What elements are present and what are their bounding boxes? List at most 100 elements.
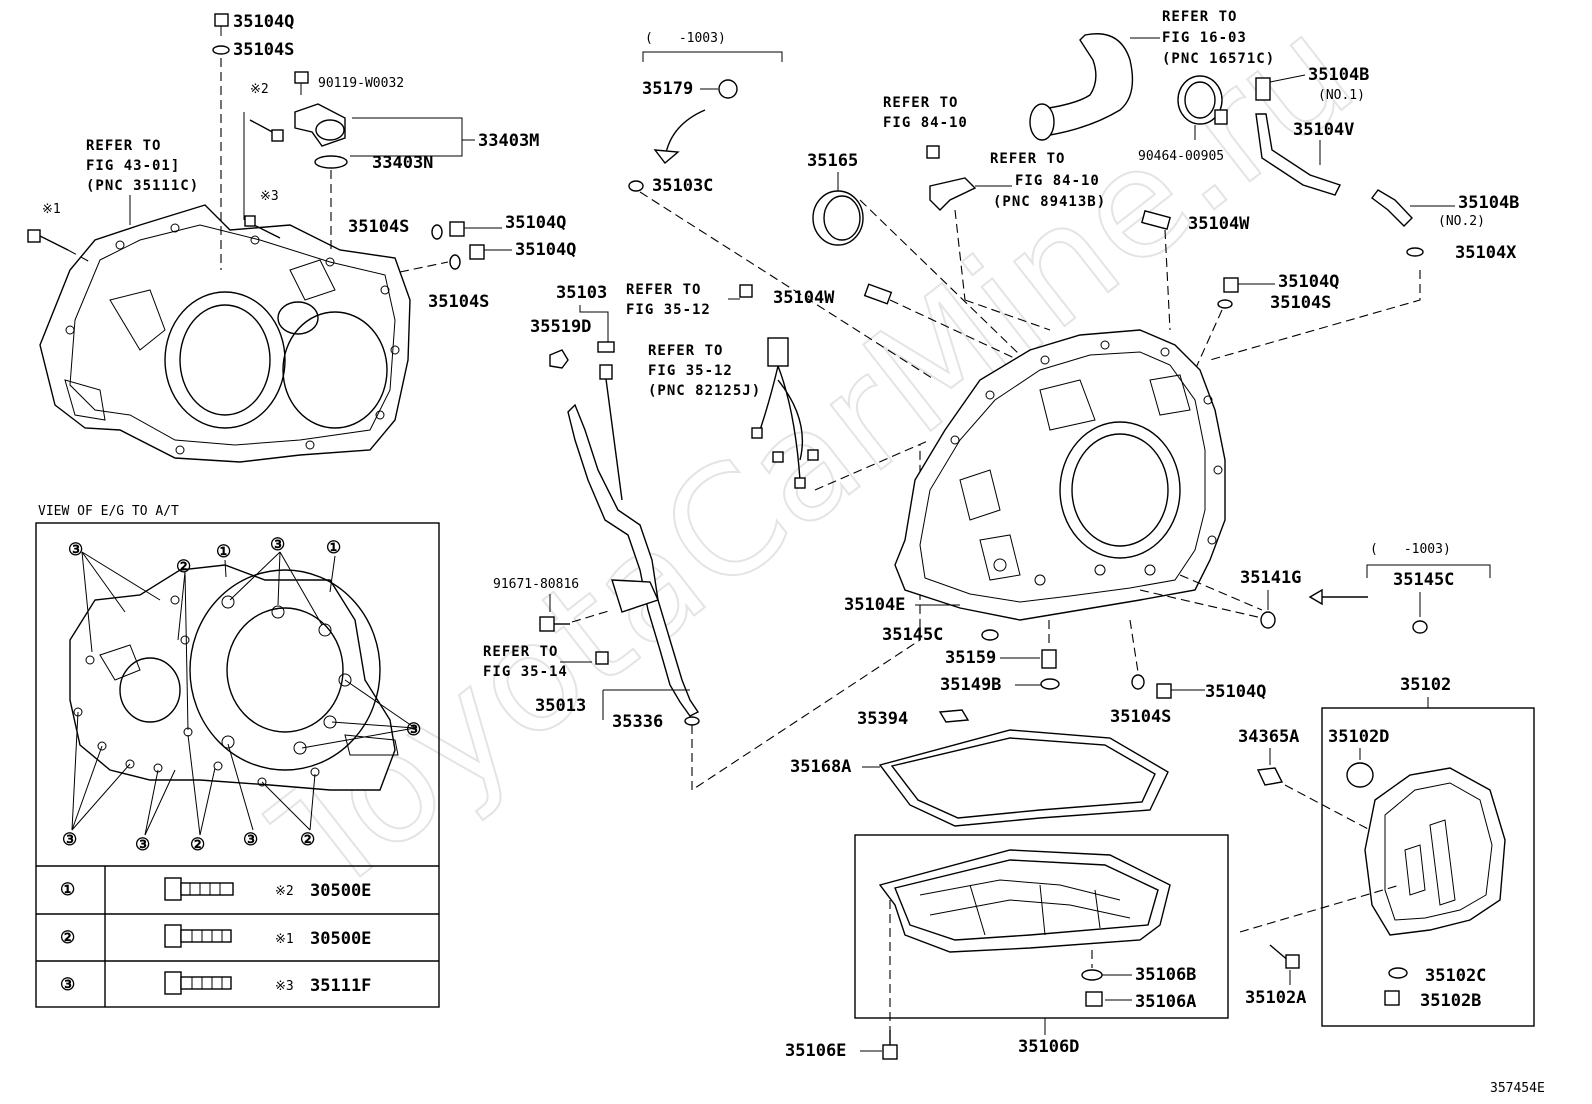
part-label: 35102B [1420, 991, 1481, 1011]
part-label: 35106B [1135, 965, 1196, 985]
pan-gasket-35168A [878, 729, 1169, 827]
cover-frame [1321, 707, 1535, 1027]
view-frame [35, 522, 440, 1008]
plug-35102B [1384, 990, 1400, 1006]
part-label: 35104Q [1205, 682, 1266, 702]
o-ring-35103C [628, 180, 644, 192]
part-label: 35104S [348, 217, 409, 237]
part-label: 35519D [530, 317, 591, 337]
clip-34365A [1256, 767, 1284, 786]
fitting-35104B-2 [1371, 189, 1413, 227]
svg-text:30500E: 30500E [310, 929, 371, 949]
bolt-90119 [294, 71, 309, 95]
svg-text:※3: ※3 [275, 979, 294, 994]
hose-clamp-90464 [1177, 75, 1228, 125]
ref-text[interactable]: REFER TO [990, 151, 1065, 167]
bolt-ref-35-14 [595, 651, 609, 665]
marker-3: ③ [406, 720, 421, 740]
ref-text[interactable]: REFER TO [1162, 9, 1237, 25]
bolt-ref-35-12 [739, 284, 753, 298]
part-label: 35013 [535, 696, 586, 716]
ref-text[interactable]: FIG 16-03 [1162, 30, 1247, 46]
part-label: 35104E [844, 595, 905, 615]
bolt-mark1 [27, 229, 69, 251]
part-label: 35145C [1393, 570, 1454, 590]
part-label: 90119-W0032 [318, 76, 404, 91]
ref-text[interactable]: REFER TO [483, 644, 558, 660]
marker-2: ② [300, 830, 315, 850]
part-label: 35106E [785, 1041, 846, 1061]
view-title: VIEW OF E/G TO A/T [38, 504, 179, 519]
part-label: 33403M [478, 131, 539, 151]
ref-text[interactable]: REFER TO [883, 95, 958, 111]
marker-1: ① [326, 538, 341, 558]
bolt-mark3 [244, 215, 281, 239]
bolt-table-row: ③ ※3 35111F [60, 971, 371, 996]
sensor-33403M [294, 103, 346, 147]
plug-35106A [1085, 991, 1103, 1007]
part-label: 35104B [1308, 65, 1369, 85]
bearing-35102D [1346, 762, 1374, 788]
bolt-35102A [1269, 944, 1300, 969]
ref-text[interactable]: FIG 35-14 [483, 664, 568, 680]
part-label: 34365A [1238, 727, 1299, 747]
part-label: 35104S [428, 292, 489, 312]
magnet-35394 [938, 709, 970, 723]
ref-text[interactable]: FIG 84-10 [1015, 173, 1100, 189]
ref-text[interactable]: (PNC 35111C) [86, 178, 199, 194]
ref-text[interactable]: (PNC 16571C) [1162, 51, 1275, 67]
note-mark: ※2 [250, 82, 269, 97]
seal-35165 [812, 190, 864, 246]
ref-text[interactable]: REFER TO [626, 282, 701, 298]
wire-harness [751, 337, 819, 489]
part-label: 35394 [857, 709, 908, 729]
svg-text:②: ② [60, 928, 75, 948]
marker-3: ③ [135, 835, 150, 855]
pin-35104W-a [863, 283, 893, 305]
marker-3: ③ [243, 830, 258, 850]
arrow-left-head [1308, 588, 1323, 606]
ref-text[interactable]: FIG 35-12 [648, 363, 733, 379]
view-leaders [71, 551, 416, 836]
svg-text:35111F: 35111F [310, 976, 371, 996]
part-label: 35106A [1135, 992, 1196, 1012]
ref-text[interactable]: FIG 84-10 [883, 115, 968, 131]
part-label: 35103C [652, 176, 713, 196]
ref-text[interactable]: FIG 35-12 [626, 302, 711, 318]
bolt-ref-84-10 [926, 145, 940, 159]
bolt-35104Q-c [469, 244, 485, 260]
fitting-35104B-1 [1255, 77, 1271, 101]
washer-35145C-a [1412, 620, 1428, 634]
part-label: 35104B [1458, 193, 1519, 213]
ref-text[interactable]: (PNC 89413B) [993, 194, 1106, 210]
pin-35104W-b [1141, 209, 1171, 231]
part-label: 35141G [1240, 568, 1301, 588]
bolt-mark2 [249, 119, 284, 142]
gasket-35106B [1081, 969, 1103, 981]
part-label: 35104Q [1278, 272, 1339, 292]
part-label: 35168A [790, 757, 851, 777]
part-label: 35179 [642, 79, 693, 99]
gasket-35104S-a [212, 45, 230, 55]
view-housing-outline [69, 564, 399, 791]
o-ring-35336 [684, 716, 700, 726]
part-label: 35102 [1400, 675, 1451, 695]
note-text: (NO.2) [1438, 214, 1485, 229]
part-label: 33403N [372, 153, 433, 173]
o-ring-35104X [1406, 247, 1424, 257]
marker-3: ③ [270, 535, 285, 555]
ref-text[interactable]: (PNC 82125J) [648, 383, 761, 399]
part-label: 35336 [612, 712, 663, 732]
svg-text:※1: ※1 [275, 932, 294, 947]
speed-sensor [929, 177, 977, 211]
ref-text[interactable]: REFER TO [86, 138, 161, 154]
gasket-35102C [1388, 967, 1408, 979]
ref-text[interactable]: FIG 43-01] [86, 158, 180, 174]
hose [1029, 33, 1134, 141]
transaxle-housing [39, 204, 411, 463]
ref-text[interactable]: REFER TO [648, 343, 723, 359]
part-label: 35106D [1018, 1037, 1079, 1057]
part-label: 35104S [1270, 293, 1331, 313]
